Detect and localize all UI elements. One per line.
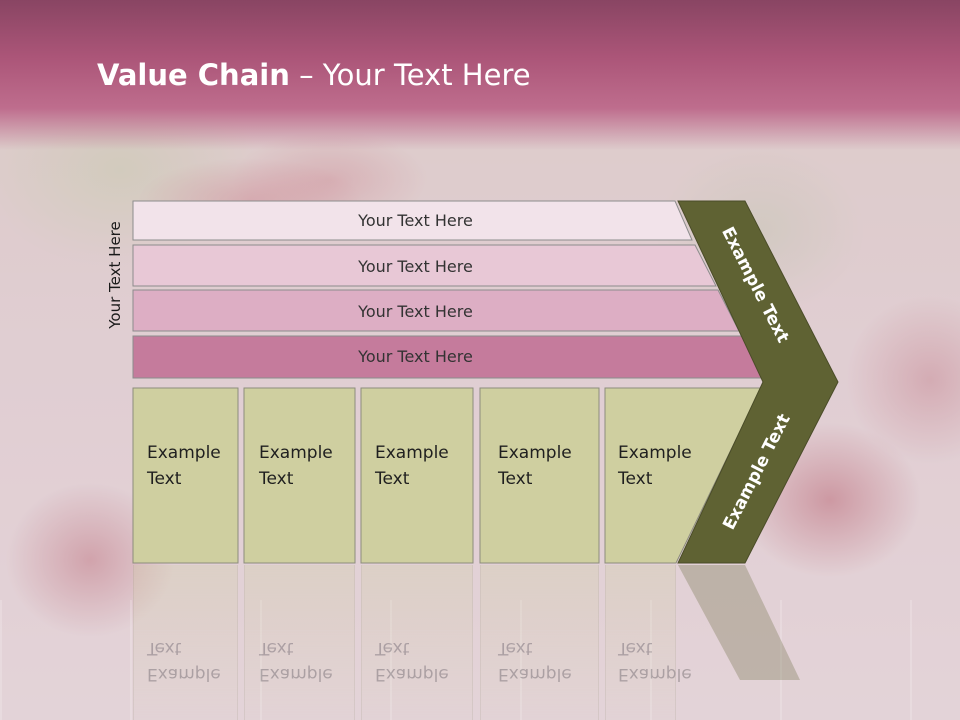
reflection-text-1: Example Text: [147, 635, 247, 687]
column-label-2-line2: Text: [259, 469, 294, 489]
band-label-4: Your Text Here: [358, 346, 473, 366]
reflection-text-1-line2: Text: [147, 638, 182, 658]
column-label-1-line1: Example: [147, 443, 221, 463]
column-label-2: Example Text: [259, 440, 359, 492]
reflection-text-3-line1: Example: [375, 664, 449, 684]
column-label-4: Example Text: [498, 440, 598, 492]
column-shape-4[interactable]: [479, 387, 600, 564]
column-label-5: Example Text: [618, 440, 718, 492]
reflection-column-1: [133, 565, 238, 720]
reflection-text-5: Example Text: [618, 635, 718, 687]
title-bold: Value Chain: [97, 58, 290, 92]
column-label-1-line2: Text: [147, 469, 182, 489]
column-label-3-line2: Text: [375, 469, 410, 489]
reflection-text-5-line2: Text: [618, 638, 653, 658]
reflection-text-1-line1: Example: [147, 664, 221, 684]
reflection-text-2-line1: Example: [259, 664, 333, 684]
band-label-2: Your Text Here: [358, 256, 473, 276]
reflection-column-5: [605, 565, 676, 720]
column-label-4-line2: Text: [498, 469, 533, 489]
reflection-text-3-line2: Text: [375, 638, 410, 658]
column-label-1: Example Text: [147, 440, 247, 492]
reflection-text-3: Example Text: [375, 635, 475, 687]
column-label-2-line1: Example: [259, 443, 333, 463]
column-label-3-line1: Example: [375, 443, 449, 463]
chevron-shape[interactable]: [677, 200, 839, 564]
column-shape-1[interactable]: [132, 387, 239, 564]
slide-title[interactable]: Value Chain – Your Text Here: [97, 55, 531, 95]
column-shape-3[interactable]: [360, 387, 474, 564]
reflection-column-4: [480, 565, 599, 720]
header-band: [0, 0, 960, 150]
chevron-reflection: [678, 565, 800, 680]
reflection-column-3: [361, 565, 473, 720]
reflection-text-4-line2: Text: [498, 638, 533, 658]
reflection-text-4-line1: Example: [498, 664, 572, 684]
reflection-text-4: Example Text: [498, 635, 598, 687]
wood-planks: [0, 600, 960, 720]
band-label-3: Your Text Here: [358, 301, 473, 321]
band-shape-2[interactable]: [132, 244, 717, 287]
column-shape-5[interactable]: [604, 387, 762, 564]
column-label-5-line2: Text: [618, 469, 653, 489]
column-label-5-line1: Example: [618, 443, 692, 463]
reflection-text-2: Example Text: [259, 635, 359, 687]
column-shape-2[interactable]: [243, 387, 356, 564]
reflection-text-5-line1: Example: [618, 664, 692, 684]
title-rest: – Your Text Here: [289, 58, 531, 92]
reflection-column-2: [244, 565, 355, 720]
band-shape-1[interactable]: [132, 200, 693, 241]
reflection-text-2-line2: Text: [259, 638, 294, 658]
column-label-4-line1: Example: [498, 443, 572, 463]
columns-reflection: Example Text Example Text Example Text Exam…: [0, 565, 960, 720]
band-label-1: Your Text Here: [358, 210, 473, 230]
column-label-3: Example Text: [375, 440, 475, 492]
